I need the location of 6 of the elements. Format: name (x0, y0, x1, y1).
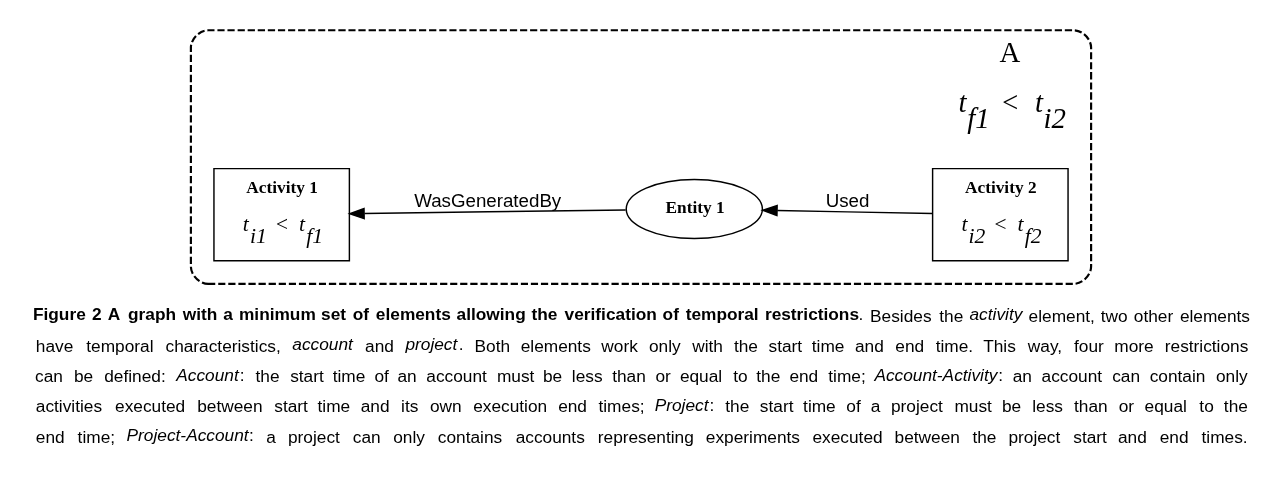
caption: Figure 2 A graph with a minimum set of elements allowing the verification of temporal restrictions. Besides the activity element, two other elements have temporal characteristics, account and project. Both elements work only with the start time and end time. This way, four more restrictions can be defined: Account: the start time of an account must be less than or equal to the end time; Account-Activity: an account can contain only activities executed between start time and its own execution end times; Project: the start time of a project must be less than or equal to the end time; Project-Account: a project can only contains accounts representing experiments executed between the project start and end times. (32, 304, 1251, 447)
edge-label: WasGeneratedBy (414, 189, 562, 211)
node-ellipse: Entity 1 (625, 178, 764, 240)
edge-label: Used (825, 189, 870, 211)
arrow (347, 207, 627, 220)
arrow (760, 204, 934, 217)
